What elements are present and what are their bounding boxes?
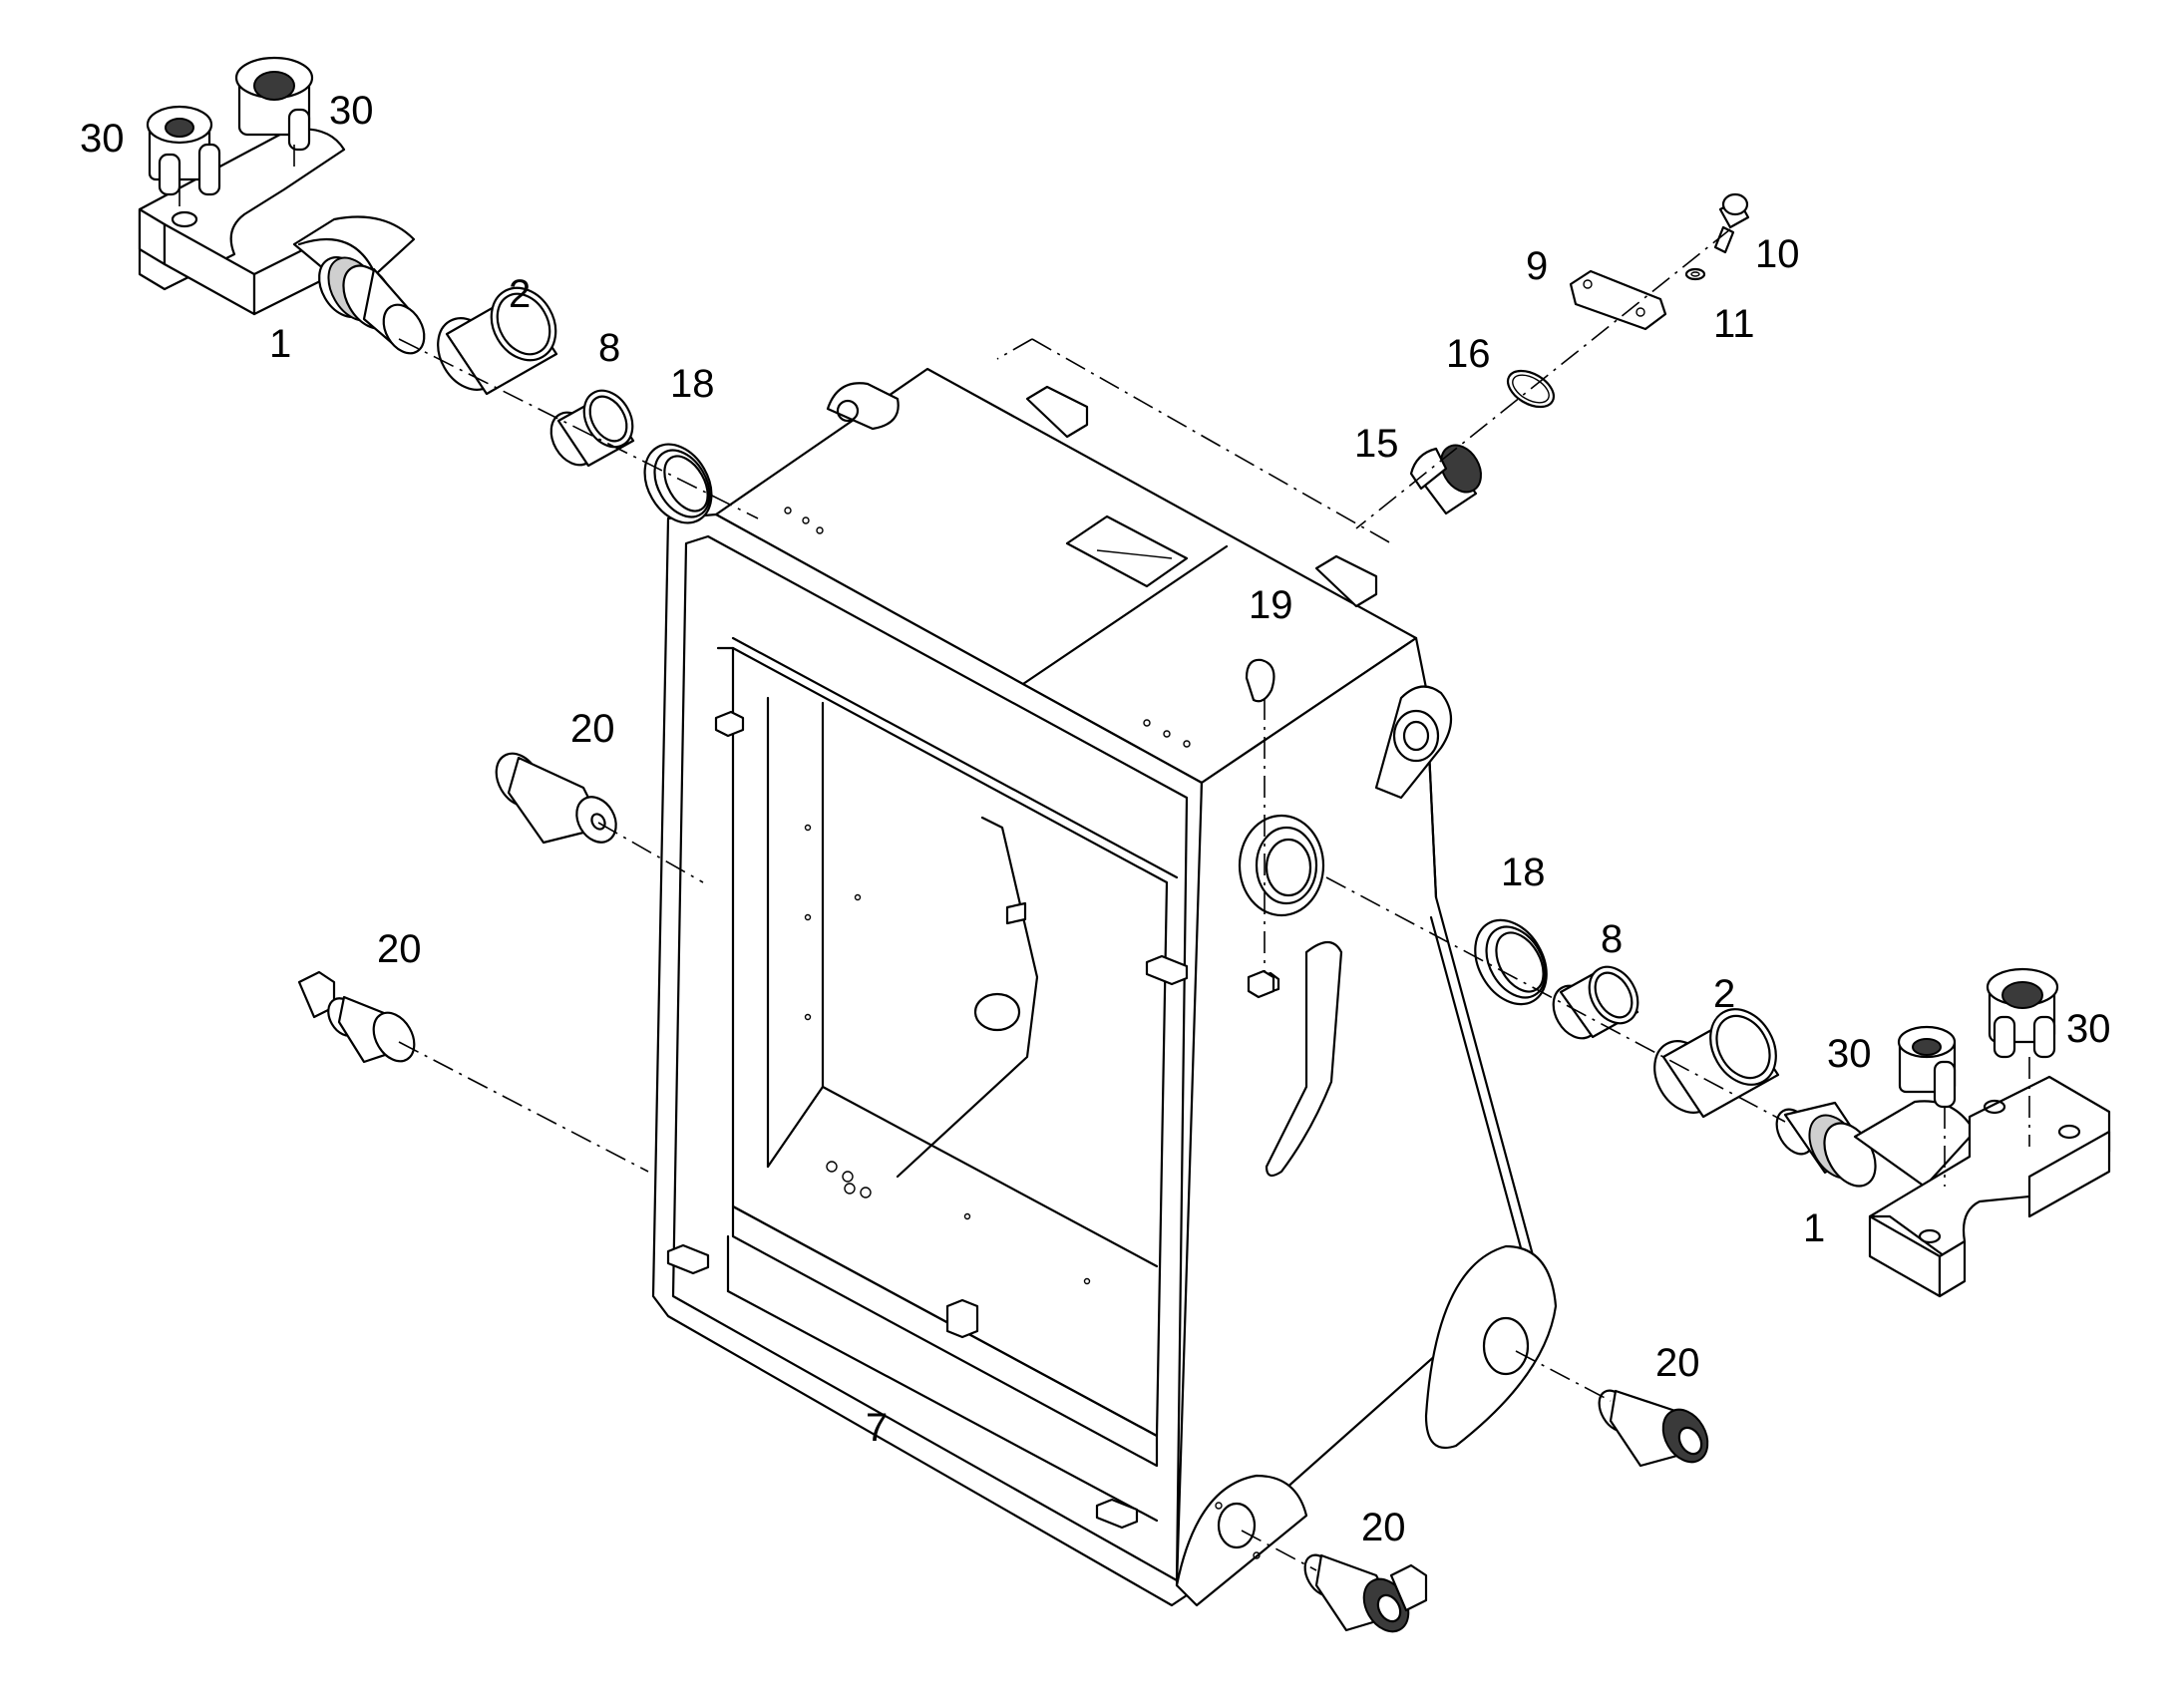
lower-right-clamp-30c — [1897, 1025, 1957, 1109]
upper-left-clamp-30b — [234, 56, 314, 152]
callout-20-lower-right: 20 — [1655, 1341, 1700, 1385]
callout-20-upper-left: 20 — [570, 707, 615, 751]
callout-10: 10 — [1755, 232, 1800, 276]
plug-15 — [1409, 444, 1482, 515]
callout-2-lower: 2 — [1713, 972, 1735, 1016]
callout-30-lower-left: 30 — [1827, 1032, 1872, 1076]
upper-left-ring-18 — [643, 443, 713, 524]
upper-left-clamp-30a — [146, 105, 221, 196]
callout-20-mid-left: 20 — [377, 927, 422, 971]
callout-30-upper-right: 30 — [329, 89, 374, 133]
lower-right-bushing-2 — [1653, 1008, 1780, 1119]
callout-30-lower-right: 30 — [2066, 1007, 2111, 1051]
main-frame — [651, 367, 1558, 1607]
pin-20-mid-left — [297, 970, 416, 1064]
callout-30-upper-left: 30 — [80, 117, 125, 161]
lower-right-bushing-8 — [1552, 965, 1639, 1040]
callout-18-upper: 18 — [670, 362, 715, 406]
washer-11 — [1684, 267, 1706, 281]
pin-19 — [1245, 658, 1275, 999]
callout-20-bottom: 20 — [1361, 1506, 1406, 1549]
plate-9 — [1569, 269, 1667, 331]
callout-1-lower: 1 — [1803, 1206, 1825, 1250]
callout-8-lower: 8 — [1601, 917, 1623, 961]
lower-right-ring-18 — [1474, 918, 1548, 1006]
callout-2-upper: 2 — [509, 272, 531, 316]
upper-left-bushing-8 — [549, 389, 635, 468]
pin-20-upper-left — [495, 752, 617, 845]
upper-left-bushing-2 — [437, 286, 558, 396]
callout-11: 11 — [1713, 302, 1755, 346]
callout-15: 15 — [1354, 422, 1399, 466]
lower-right-clamp-30d — [1986, 967, 2059, 1059]
callout-19: 19 — [1249, 583, 1293, 627]
callout-9: 9 — [1526, 244, 1548, 288]
upper-left-clevis-1 — [138, 128, 426, 355]
callout-7: 7 — [866, 1406, 888, 1450]
ring-16 — [1506, 369, 1556, 409]
callout-18-lower: 18 — [1501, 851, 1546, 894]
callout-16: 16 — [1446, 332, 1491, 376]
callout-8-upper: 8 — [598, 326, 620, 370]
pin-20-lower-right — [1598, 1389, 1709, 1468]
pin-20-bottom — [1303, 1553, 1428, 1633]
callout-1-upper: 1 — [269, 322, 291, 366]
lower-right-clevis-1 — [1775, 1075, 2111, 1298]
bolt-10 — [1713, 192, 1750, 254]
